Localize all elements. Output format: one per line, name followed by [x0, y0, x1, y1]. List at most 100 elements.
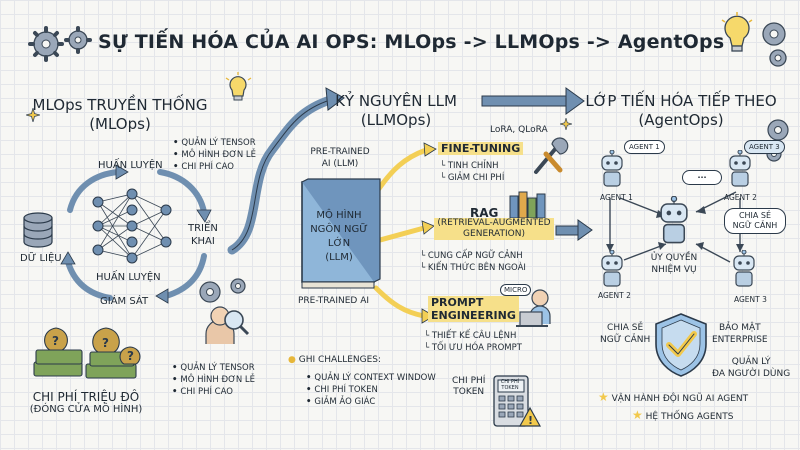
list-item: TỐI ƯU HÓA PROMPT: [424, 342, 522, 354]
calc-label-line1: CHI PHÍ: [500, 379, 520, 385]
agent3-label: AGENT 3: [734, 295, 767, 304]
robot-icon: [660, 196, 688, 244]
share-context-label: CHIA SẺ NGỮ CẢNH: [600, 322, 650, 346]
llmops-heading-line2: (LLMOps): [360, 111, 432, 129]
calculator-screen-label: CHI PHÍ TOKEN: [498, 379, 522, 391]
agent1-speech-bubble: AGENT 1: [624, 140, 665, 154]
money-stack-icon: ???: [33, 327, 141, 379]
challenges-title: ● GHI CHALLENGES:: [288, 355, 381, 365]
database-icon: [23, 212, 53, 248]
list-item: CHI PHÍ TOKEN: [306, 384, 436, 396]
list-item: QUẢN LÝ CONTEXT WINDOW: [306, 372, 435, 384]
list-item: GIẢM ẢO GIÁC: [306, 396, 436, 408]
mlops-heading-line1: MLOps TRUYỀN THỐNG: [32, 96, 208, 114]
person-laptop-icon: [516, 289, 551, 327]
mlops-bullets-bottom: QUẢN LÝ TENSOR MÔ HÌNH ĐƠN LẺ CHI PHÍ CA…: [172, 362, 255, 398]
rag-items: CUNG CẤP NGỮ CẢNH KIẾN THỨC BÊN NGOÀI: [420, 250, 526, 274]
neural-network-icon: [92, 188, 172, 264]
mlops-bullets-top: QUẢN LÝ TENSOR MÔ HÌNH ĐƠN LẺ CHI PHÍ CA…: [173, 137, 256, 173]
mlops-cycle-arrows: [60, 164, 212, 304]
agent-network-lines: [606, 191, 744, 263]
agentops-heading-line1: LỚP TIẾN HÓA TIẾP THEO: [585, 92, 777, 110]
multi-user-label: QUẢN LÝ ĐA NGƯỜI DÙNG: [712, 356, 790, 380]
list-item: MÔ HÌNH ĐƠN LẺ: [173, 149, 256, 161]
token-cost-line1: CHI PHÍ: [452, 376, 486, 386]
agentops-heading-line2: (AgentOps): [638, 111, 724, 129]
micro-bubble: MICRO: [500, 284, 532, 296]
prompt-title-line1: PROMPT: [431, 296, 484, 309]
pretrained-top-line1: PRE-TRAINED: [310, 147, 370, 157]
security-line2: ENTERPRISE: [712, 335, 768, 345]
token-cost-line2: TOKEN: [453, 387, 485, 397]
books-icon: [509, 191, 546, 219]
robot-icon: [601, 150, 623, 187]
robot-icon: [733, 250, 755, 287]
list-item: QUẢN LÝ TENSOR: [173, 137, 256, 149]
token-cost-label: CHI PHÍ TOKEN: [452, 376, 485, 398]
agentops-heading: LỚP TIẾN HÓA TIẾP THEO (AgentOps): [576, 92, 786, 130]
svg-text:?: ?: [52, 334, 59, 348]
mlops-cost-line2: (ĐÓNG CỬA MÔ HÌNH): [29, 404, 143, 415]
llm-book-line3: LỚN: [327, 238, 351, 249]
manage-line2: ĐA NGƯỜI DÙNG: [712, 369, 791, 379]
mlops-heading-line2: (MLOps): [89, 115, 151, 133]
rag-title: RAG: [470, 206, 499, 220]
delegate-line2: NHIỆM VỤ: [651, 265, 697, 275]
delegate-label: ỦY QUYỀN NHIỆM VỤ: [648, 252, 700, 276]
rag-subtitle: (RETRIEVAL-AUGMENTED GENERATION): [434, 218, 554, 240]
share-line2: NGỮ CẢNH: [600, 335, 651, 345]
data-label: DỮ LIỆU: [20, 253, 62, 264]
challenges-title-text: GHI CHALLENGES:: [298, 355, 382, 365]
agent3-speech-bubble: AGENT 3: [744, 140, 785, 154]
bulb-gears-top-right-icon: [721, 12, 787, 67]
llm-book-line1: MÔ HÌNH: [316, 210, 362, 221]
calculator-icon: !: [493, 375, 542, 427]
llmops-heading: KỶ NGUYÊN LLM (LLMOps): [326, 92, 466, 130]
calc-label-line2: TOKEN: [501, 385, 519, 391]
prompt-title-line2: ENGINEERING: [431, 309, 516, 322]
ops-star-line2: ★ HỆ THỐNG AGENTS: [632, 408, 733, 422]
finetune-items: TINH CHỈNH GIẢM CHI PHÍ: [440, 160, 505, 184]
llm-book-icon: [301, 178, 381, 289]
list-item: CHI PHÍ CAO: [173, 161, 256, 173]
lora-label: LoRA, QLoRA: [490, 125, 548, 135]
security-line1: BẢO MẬT: [718, 323, 761, 333]
ops-star1-text: VẬN HÀNH ĐỘI NGŨ AI AGENT: [611, 394, 749, 404]
star-icon: ★: [632, 408, 643, 422]
shield-check-icon: [655, 313, 707, 377]
mlops-deploy-line1: TRIỂN: [188, 223, 218, 234]
rag-subtitle-line1: (RETRIEVAL-AUGMENTED: [437, 218, 551, 228]
mlops-cost: CHI PHÍ TRIỆU ĐÔ (ĐÓNG CỬA MÔ HÌNH): [14, 390, 158, 415]
llm-book-line2: NGÔN NGỮ: [310, 224, 368, 235]
mlops-train-top-label: HUẤN LUYỆN: [98, 160, 163, 171]
llm-book-line4: (LLM): [325, 252, 353, 263]
list-item: THIẾT KẾ CÂU LỆNH: [424, 330, 522, 342]
mlops-monitor-label: GIÁM SÁT: [100, 296, 149, 307]
svg-text:?: ?: [102, 336, 109, 350]
list-item: CUNG CẤP NGỮ CẢNH: [420, 250, 526, 262]
agent2-label: AGENT 2: [598, 291, 631, 300]
list-item: KIẾN THỨC BÊN NGOÀI: [420, 262, 526, 274]
agent2-top-label: AGENT 2: [724, 193, 757, 202]
share-bubble-line1: CHIA SẺ: [738, 211, 772, 220]
manage-line1: QUẢN LÝ: [731, 357, 771, 367]
agent1-label: AGENT 1: [600, 193, 633, 202]
robot-icon: [729, 150, 751, 187]
prompt-items: THIẾT KẾ CÂU LỆNH TỐI ƯU HÓA PROMPT: [424, 330, 522, 354]
ops-star2-text: HỆ THỐNG AGENTS: [645, 412, 734, 422]
mlops-deploy-label: TRIỂN KHAI: [188, 222, 218, 248]
mlops-heading: MLOps TRUYỀN THỐNG (MLOps): [20, 96, 220, 134]
share-bubble-line2: NGỮ CẢNH: [732, 221, 778, 230]
star-icon: ★: [598, 390, 609, 404]
llm-book-label: MÔ HÌNH NGÔN NGỮ LỚN (LLM): [302, 209, 376, 265]
prompt-title: PROMPT ENGINEERING: [428, 296, 519, 322]
pretrained-top-label: PRE-TRAINED AI (LLM): [302, 146, 378, 170]
finetune-title: FINE-TUNING: [438, 142, 524, 155]
list-item: MÔ HÌNH ĐƠN LẺ: [172, 374, 255, 386]
delegate-line1: ỦY QUYỀN: [650, 253, 698, 263]
share-context-bubble: CHIA SẺ NGỮ CẢNH: [724, 208, 786, 234]
bulb-small-icon: ●: [288, 355, 296, 365]
mlops-train-bottom-label: HUẤN LUYỆN: [96, 272, 161, 283]
ellipsis-bubble: ···: [682, 170, 722, 185]
